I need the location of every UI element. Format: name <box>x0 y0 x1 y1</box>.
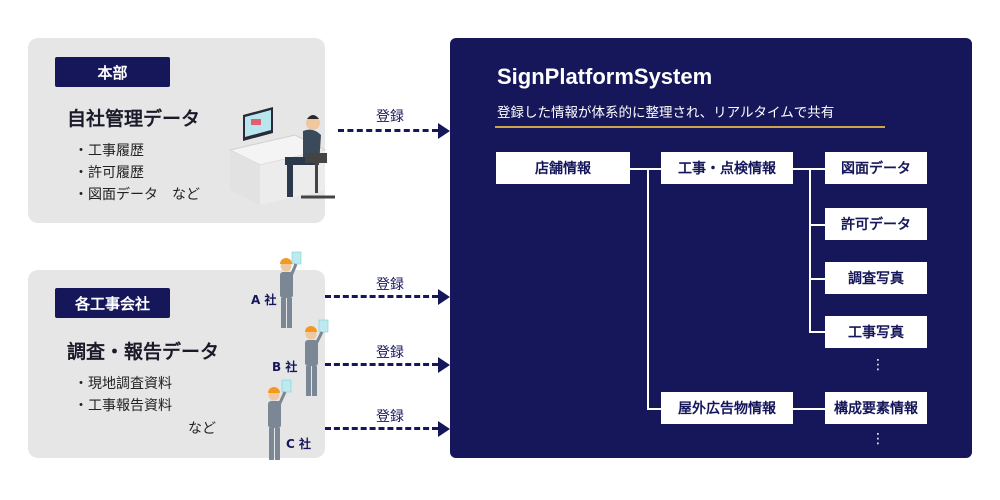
headquarters-item: ・許可履歴 <box>74 165 144 181</box>
node-drawing-data: 図面データ <box>825 152 927 184</box>
worker-b-illustration <box>305 319 329 396</box>
node-construction-info: 工事・点検情報 <box>661 152 793 184</box>
connector-line <box>793 408 825 410</box>
headquarters-item: ・図面データ など <box>74 187 200 203</box>
contractors-item: ・工事報告資料 <box>74 398 172 414</box>
company-a-label: A 社 <box>251 293 277 307</box>
contractors-etc: など <box>188 421 216 437</box>
connector-line <box>647 408 661 410</box>
node-permit-data: 許可データ <box>825 208 927 240</box>
contractors-data-title: 調査・報告データ <box>67 341 220 363</box>
connector-line <box>809 331 825 333</box>
connector-line <box>647 168 649 410</box>
node-survey-photo: 調査写真 <box>825 262 927 294</box>
headquarters-tag: 本部 <box>55 57 170 87</box>
office-worker-illustration <box>228 107 335 205</box>
node-component-info: 構成要素情報 <box>825 392 927 424</box>
register-arrow <box>325 420 452 438</box>
headquarters-item: ・工事履歴 <box>74 143 144 159</box>
connector-line <box>809 278 825 280</box>
register-label: 登録 <box>376 345 404 361</box>
connector-line <box>630 168 661 170</box>
company-b-label: B 社 <box>272 360 298 374</box>
contractors-item: ・現地調査資料 <box>74 376 172 392</box>
worker-c-illustration <box>268 379 292 460</box>
company-c-label: C 社 <box>286 437 311 451</box>
platform-title: SignPlatformSystem <box>497 64 713 89</box>
node-outdoor-ad-info: 屋外広告物情報 <box>661 392 793 424</box>
platform-subtitle: 登録した情報が体系的に整理され、リアルタイムで共有 <box>497 105 835 121</box>
worker-a-illustration <box>280 251 302 328</box>
contractors-tag: 各工事会社 <box>55 288 170 318</box>
headquarters-data-title: 自社管理データ <box>67 108 201 130</box>
node-store-info: 店舗情報 <box>496 152 630 184</box>
register-arrow <box>325 356 452 374</box>
register-label: 登録 <box>376 109 404 125</box>
connector-line <box>809 224 825 226</box>
register-arrow <box>325 288 452 306</box>
platform-panel <box>450 38 972 458</box>
connector-line <box>809 168 811 333</box>
subtitle-underline <box>495 126 885 128</box>
register-arrow <box>338 122 452 140</box>
register-label: 登録 <box>376 409 404 425</box>
more-ellipsis: ⋮ <box>871 431 885 447</box>
register-label: 登録 <box>376 277 404 293</box>
more-ellipsis: ⋮ <box>871 357 885 373</box>
node-work-photo: 工事写真 <box>825 316 927 348</box>
